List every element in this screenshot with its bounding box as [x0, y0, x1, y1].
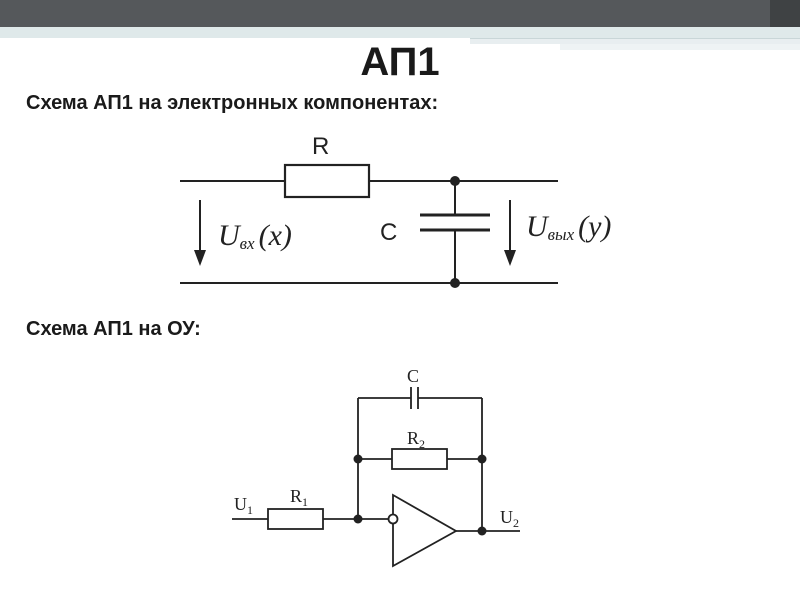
caption-rc-circuit: Схема АП1 на электронных компонентах: — [26, 92, 439, 114]
rc-output-var: (y) — [578, 210, 611, 243]
rc-input-symbol: U — [218, 219, 242, 252]
rc-input-subscript: вх — [240, 234, 255, 253]
rc-capacitor-label: C — [380, 219, 397, 246]
opamp-u2-letter: U — [500, 507, 513, 527]
header-accent-stripe — [470, 38, 800, 44]
rc-output-arrow-head — [504, 250, 516, 266]
slide-title: АП1 — [360, 40, 440, 84]
header-right-shade — [770, 0, 800, 27]
rc-input-voltage-label: Uвх(x) — [218, 219, 292, 253]
rc-output-symbol: U — [526, 210, 550, 243]
opamp-capacitor-label: C — [407, 366, 419, 386]
opamp-node-output — [477, 526, 487, 536]
opamp-u1-letter: U — [234, 494, 247, 514]
opamp-node-left-top — [353, 454, 363, 464]
opamp-r2-letter: R — [407, 428, 419, 448]
opamp-r1-label: R1 — [290, 486, 308, 509]
opamp-r2-resistor — [391, 448, 448, 470]
opamp-node-right-top — [477, 454, 487, 464]
opamp-u2-label: U2 — [500, 507, 519, 530]
rc-input-var: (x) — [259, 219, 292, 252]
opamp-u1-label: U1 — [234, 494, 253, 517]
opamp-u2-subscript: 2 — [513, 516, 519, 530]
rc-junction-top — [450, 176, 460, 186]
slide-header-bar — [0, 0, 800, 50]
caption-opamp-circuit: Схема АП1 на ОУ: — [26, 318, 201, 340]
rc-junction-bottom — [450, 278, 460, 288]
opamp-r1-subscript: 1 — [302, 495, 308, 509]
opamp-u1-subscript: 1 — [247, 503, 253, 517]
opamp-r2-label: R2 — [407, 428, 425, 451]
rc-resistor-label: R — [312, 133, 329, 160]
rc-output-subscript: вых — [548, 225, 575, 244]
opamp-node-left-bottom — [353, 514, 363, 524]
opamp-r1-resistor — [267, 508, 324, 530]
header-accent-stripe-2 — [560, 44, 800, 50]
header-light-band — [0, 27, 800, 38]
rc-output-voltage-label: Uвых(y) — [526, 210, 611, 244]
rc-input-arrow-head — [194, 250, 206, 266]
opamp-triangle — [392, 493, 458, 568]
opamp-inverting-input-bubble — [387, 513, 399, 525]
header-dark-band — [0, 0, 800, 27]
opamp-r1-letter: R — [290, 486, 302, 506]
opamp-r2-subscript: 2 — [419, 437, 425, 451]
